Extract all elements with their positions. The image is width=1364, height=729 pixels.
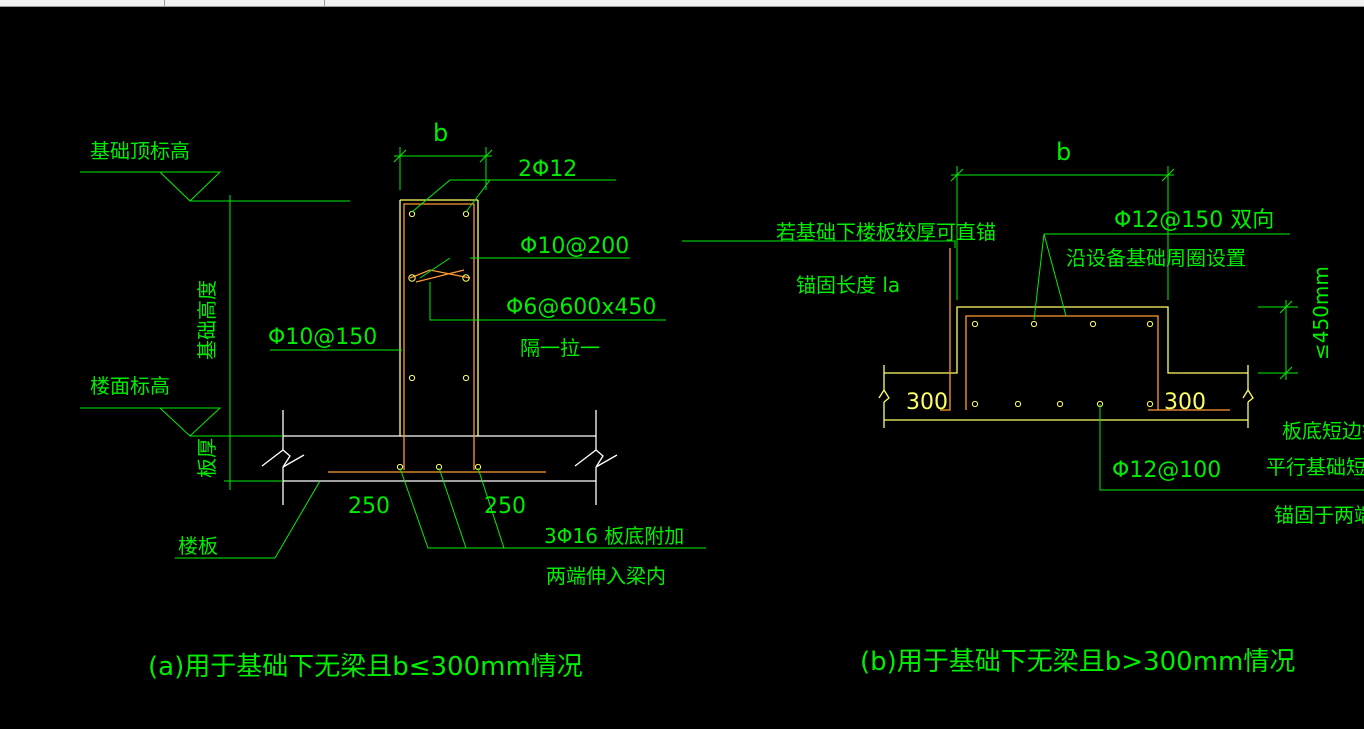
detail-a-dim-right: 250 (484, 494, 526, 519)
detail-a-caption: (a)用于基础下无梁且b≤300mm情况 (148, 652, 583, 682)
detail-a-slab (261, 410, 618, 505)
detail-b-right-note-3: 锚固于两端支 (1274, 503, 1364, 527)
detail-a-dim-b: b (433, 119, 448, 147)
detail-b-anchor-note-1: 若基础下楼板较厚可直锚 (776, 220, 996, 244)
detail-b-dim-b: b (1056, 138, 1071, 166)
detail-a-tie2-note: 隔一拉一 (520, 336, 600, 360)
detail-a: b 基础顶标高 楼面标高 基础高度 板厚 楼板 2Φ12 Φ10@200 Φ6@… (80, 119, 706, 682)
detail-b-concrete-outline (878, 306, 1254, 428)
detail-b-leaders (682, 166, 1364, 491)
detail-a-concrete-outline (399, 199, 479, 436)
toolbar-tab-2[interactable] (165, 0, 325, 6)
detail-b-dim-right: 300 (1164, 390, 1206, 415)
detail-a-height-label: 基础高度 (195, 280, 219, 360)
detail-b: b Φ12@150 双向 沿设备基础周圈设置 若基础下楼板较厚可直锚 锚固长度 … (682, 138, 1364, 677)
detail-b-dim-left: 300 (906, 390, 948, 415)
detail-a-rebar (328, 203, 546, 473)
detail-b-rebar (940, 248, 1230, 411)
detail-a-bottom-note: 两端伸入梁内 (546, 564, 666, 588)
detail-b-right-note-1: 板底短边钢 (1282, 419, 1364, 443)
detail-b-caption: (b)用于基础下无梁且b>300mm情况 (860, 647, 1295, 677)
detail-a-bottom-bar-label: 3Φ16 板底附加 (544, 524, 684, 548)
toolbar-tab-1[interactable] (0, 0, 165, 6)
detail-a-tie1-label: Φ10@200 (520, 234, 629, 259)
detail-b-anchor-note-2: 锚固长度 la (796, 273, 900, 297)
cad-canvas[interactable]: b 基础顶标高 楼面标高 基础高度 板厚 楼板 2Φ12 Φ10@200 Φ6@… (0, 7, 1364, 729)
detail-a-side-bar-label: Φ10@150 (268, 325, 377, 350)
toolbar (0, 0, 1364, 7)
detail-a-slab-label: 楼板 (178, 534, 218, 558)
detail-a-tie2-label: Φ6@600x450 (506, 295, 656, 320)
detail-a-rebar-top-label: 2Φ12 (518, 157, 577, 182)
detail-a-dim-left: 250 (348, 494, 390, 519)
detail-a-floor-elev-label: 楼面标高 (90, 374, 170, 398)
detail-b-mesh-note: 沿设备基础周圈设置 (1066, 246, 1246, 270)
detail-b-rebar-dots (971, 320, 1154, 408)
detail-a-leaders (80, 147, 706, 559)
detail-b-bottom-bar-label: Φ12@100 (1112, 458, 1221, 483)
detail-a-top-elev-label: 基础顶标高 (90, 139, 190, 163)
detail-b-height-limit: ≤450mm (1309, 266, 1333, 360)
detail-a-slab-thk-label: 板厚 (195, 438, 219, 478)
detail-a-rebar-dots (396, 210, 482, 471)
detail-b-right-note-2: 平行基础短边 (1266, 455, 1364, 479)
detail-b-mesh-label: Φ12@150 双向 (1114, 208, 1274, 233)
